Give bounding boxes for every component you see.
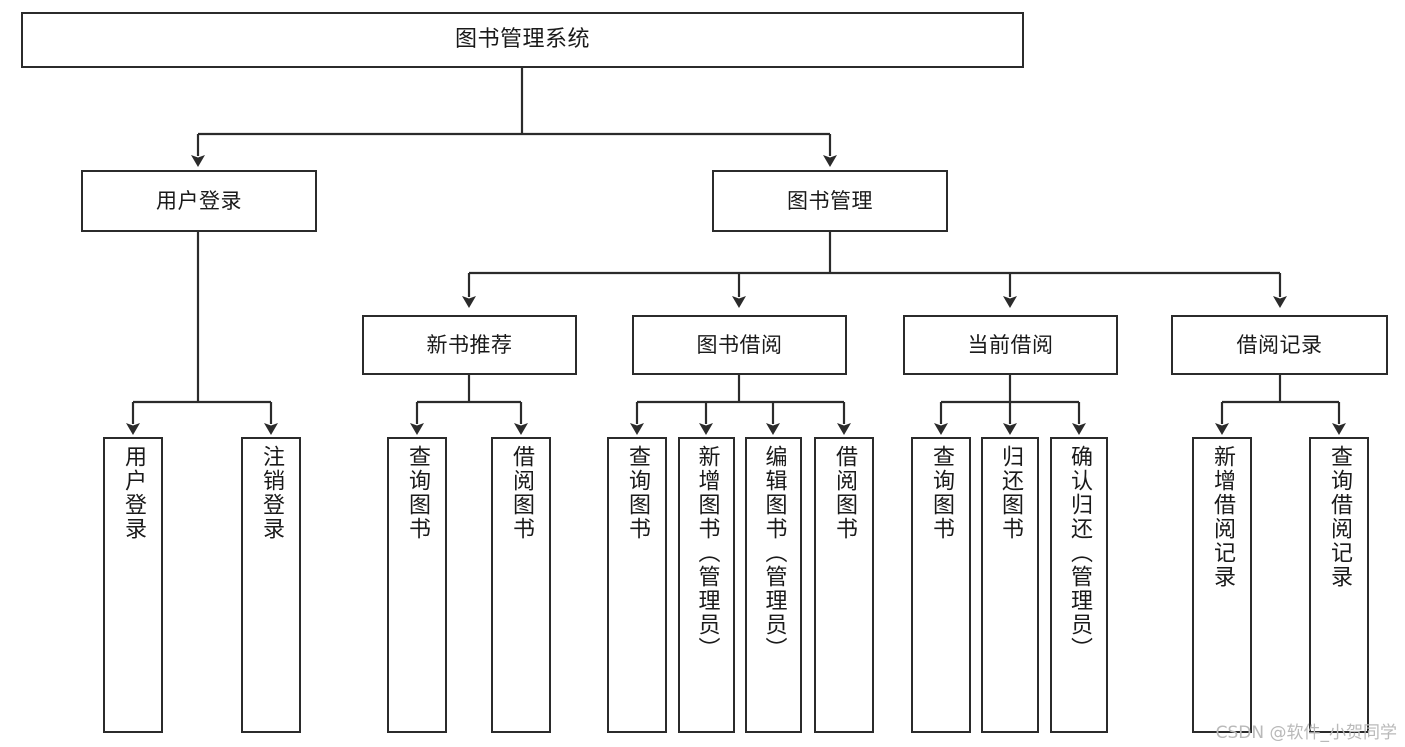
node-current-borrow[interactable]: 当前借阅 (903, 315, 1118, 375)
node-label: 新增借阅记录 (1209, 445, 1235, 589)
leaf-borrow-book[interactable]: 借阅图书 (814, 437, 874, 733)
node-book-borrow[interactable]: 图书借阅 (632, 315, 847, 375)
node-new-book-recommend[interactable]: 新书推荐 (362, 315, 577, 375)
node-book-management[interactable]: 图书管理 (712, 170, 948, 232)
node-label: 用户登录 (120, 445, 146, 541)
leaf-query-borrow-record[interactable]: 查询借阅记录 (1309, 437, 1369, 733)
node-label: 归还图书 (997, 445, 1023, 541)
node-label: 查询图书 (624, 445, 650, 541)
node-label: 注销登录 (258, 445, 284, 541)
node-label: 编辑图书（管理员） (761, 445, 787, 661)
leaf-add-borrow-record[interactable]: 新增借阅记录 (1192, 437, 1252, 733)
leaf-query-book-recommend[interactable]: 查询图书 (387, 437, 447, 733)
leaf-return-book[interactable]: 归还图书 (981, 437, 1039, 733)
node-borrow-record[interactable]: 借阅记录 (1171, 315, 1388, 375)
node-label: 查询借阅记录 (1326, 445, 1352, 589)
node-label: 当前借阅 (967, 332, 1054, 357)
leaf-edit-book-admin[interactable]: 编辑图书（管理员） (745, 437, 802, 733)
watermark: CSDN @软件_小贺同学 (1215, 723, 1397, 743)
node-root-system[interactable]: 图书管理系统 (21, 12, 1024, 68)
node-label: 确认归还（管理员） (1066, 445, 1092, 661)
leaf-query-book-current[interactable]: 查询图书 (911, 437, 971, 733)
node-label: 图书管理 (787, 188, 873, 213)
node-label: 借阅图书 (508, 445, 534, 541)
leaf-borrow-book-recommend[interactable]: 借阅图书 (491, 437, 551, 733)
node-label: 查询图书 (404, 445, 430, 541)
leaf-query-book-borrow[interactable]: 查询图书 (607, 437, 667, 733)
node-label: 查询图书 (928, 445, 954, 541)
node-label: 图书借阅 (696, 332, 783, 357)
node-label: 新增图书（管理员） (694, 445, 720, 661)
leaf-user-login[interactable]: 用户登录 (103, 437, 163, 733)
node-label: 借阅图书 (831, 445, 857, 541)
leaf-add-book-admin[interactable]: 新增图书（管理员） (678, 437, 735, 733)
node-label: 借阅记录 (1236, 332, 1323, 357)
node-user-login[interactable]: 用户登录 (81, 170, 317, 232)
leaf-logout[interactable]: 注销登录 (241, 437, 301, 733)
node-label: 图书管理系统 (454, 27, 590, 53)
node-label: 用户登录 (156, 188, 242, 213)
node-label: 新书推荐 (426, 332, 513, 357)
leaf-confirm-return-admin[interactable]: 确认归还（管理员） (1050, 437, 1108, 733)
